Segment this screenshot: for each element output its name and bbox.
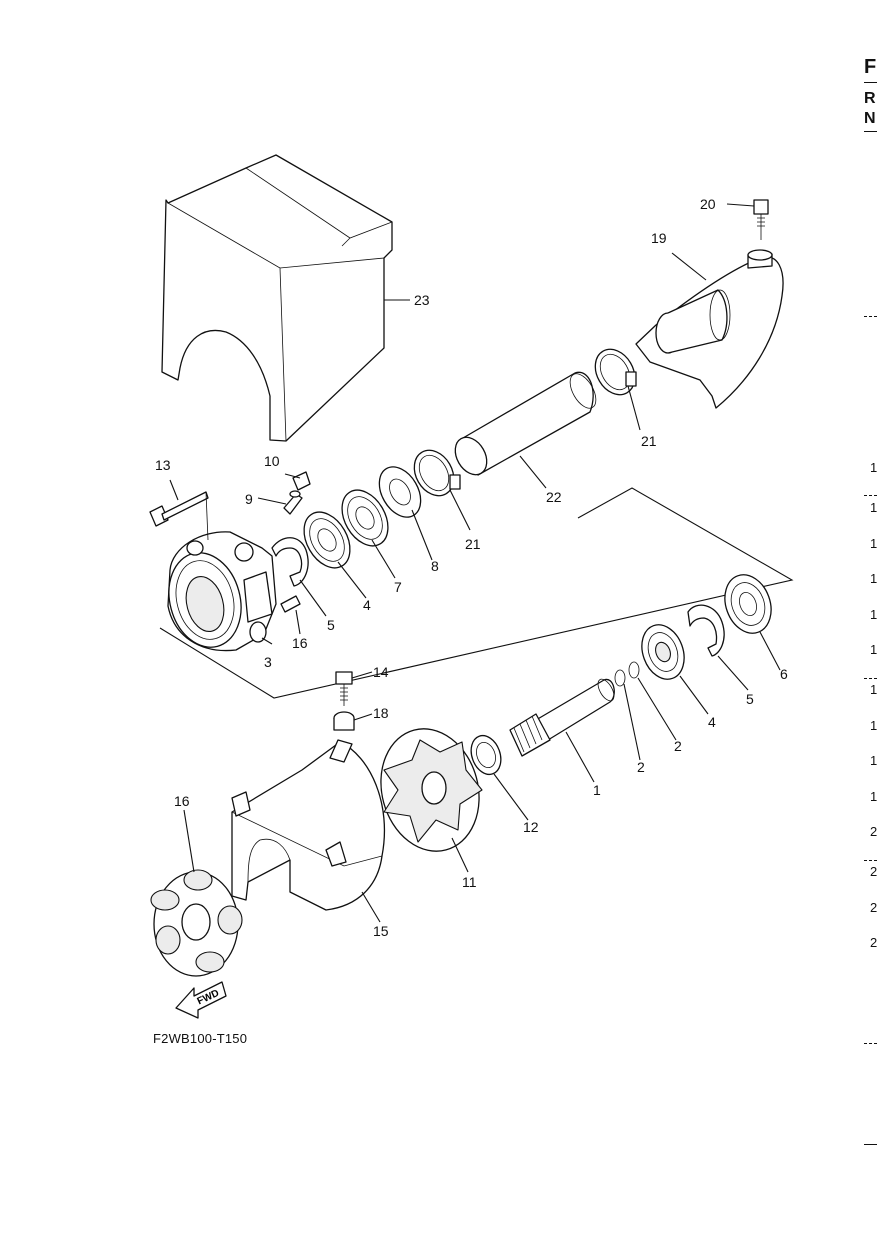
edge-digit: 2	[870, 935, 877, 950]
part-21-clamp-upper	[594, 348, 637, 396]
edge-dash-2	[864, 495, 877, 496]
part-21-clamp-lower	[413, 449, 461, 497]
part-11-impeller	[380, 728, 483, 852]
callout-21-upper: 21	[641, 433, 657, 449]
callout-3: 3	[264, 654, 272, 670]
callout-2-b: 2	[637, 759, 645, 775]
callout-4-lower: 4	[708, 714, 716, 730]
edge-digit: 2	[870, 824, 877, 839]
edge-rule-top	[864, 82, 877, 83]
callout-19: 19	[651, 230, 667, 246]
callout-13: 13	[155, 457, 171, 473]
edge-digit: 1	[870, 682, 877, 697]
part-5-circlip-upper	[271, 537, 309, 587]
part-17-pin	[280, 595, 301, 613]
edge-digit: 1	[870, 571, 877, 586]
fwd-arrow-icon: FWD	[175, 981, 227, 1019]
callout-18: 18	[373, 705, 389, 721]
callout-1: 1	[593, 782, 601, 798]
callouts: 23 20 19 21 22 21 8 7 4 5 3 16 13 9 10 6…	[155, 196, 788, 939]
edge-dash-4	[864, 860, 877, 861]
edge-digit: 2	[870, 900, 877, 915]
part-19-nozzle	[635, 249, 784, 409]
callout-12: 12	[523, 819, 539, 835]
edge-digit: 1	[870, 642, 877, 657]
callout-6: 6	[780, 666, 788, 682]
edge-digit: 1	[870, 536, 877, 551]
part-6-bearing	[724, 574, 772, 634]
part-2-o-ring-b	[614, 669, 626, 687]
edge-digit: 1	[870, 500, 877, 515]
callout-8: 8	[431, 558, 439, 574]
callout-21-lower: 21	[465, 536, 481, 552]
part-9-grease-nipple	[283, 490, 303, 515]
edge-digit: 1	[870, 753, 877, 768]
part-13-bolt	[149, 491, 209, 541]
callout-17: 16	[292, 635, 308, 651]
callout-7: 7	[394, 579, 402, 595]
part-22-sleeve	[454, 371, 597, 476]
edge-digit: 2	[870, 864, 877, 879]
callout-5-upper: 5	[327, 617, 335, 633]
callout-20: 20	[700, 196, 716, 212]
callout-2-a: 2	[674, 738, 682, 754]
edge-digit: 1	[870, 460, 877, 475]
edge-row-letter-r: R	[864, 90, 876, 107]
part-1-shaft	[509, 678, 615, 757]
part-23-cover	[161, 154, 393, 442]
part-14-bolt	[335, 671, 353, 706]
part-15-stator	[231, 739, 386, 911]
assembly-outline	[159, 487, 794, 699]
part-2-o-ring-a	[628, 661, 640, 679]
callout-22: 22	[546, 489, 562, 505]
edge-rule-header	[864, 131, 877, 132]
callout-4-upper: 4	[363, 597, 371, 613]
callout-14: 14	[373, 664, 389, 680]
edge-digit: 1	[870, 718, 877, 733]
part-5-circlip-lower	[687, 604, 725, 657]
part-4-bearing-upper	[303, 511, 351, 569]
callout-15: 15	[373, 923, 389, 939]
edge-dash-1	[864, 316, 877, 317]
edge-dash-5	[864, 1043, 877, 1044]
callout-5-lower: 5	[746, 691, 754, 707]
callout-16: 16	[174, 793, 190, 809]
part-10-cap	[292, 471, 311, 491]
edge-row-letter-n: N	[864, 110, 876, 127]
part-16-damper	[150, 869, 243, 977]
part-20-bolt	[753, 199, 769, 240]
part-4-bearing-lower	[641, 624, 685, 680]
part-3-housing	[167, 531, 277, 652]
part-7-bearing	[341, 489, 389, 547]
leader-lines	[169, 203, 781, 923]
part-18-collar	[333, 711, 355, 731]
callout-23: 23	[414, 292, 430, 308]
edge-digit: 1	[870, 789, 877, 804]
part-12-collar	[470, 734, 502, 776]
figure-reference-code: F2WB100-T150	[153, 1031, 248, 1046]
callout-9: 9	[245, 491, 253, 507]
part-8-seal	[378, 466, 422, 518]
edge-dash-3	[864, 678, 877, 679]
edge-heading-letter: F	[864, 56, 877, 78]
edge-digit: 1	[870, 607, 877, 622]
callout-11: 11	[462, 874, 477, 890]
edge-rule-bottom	[864, 1144, 877, 1145]
callout-10: 10	[264, 453, 280, 469]
